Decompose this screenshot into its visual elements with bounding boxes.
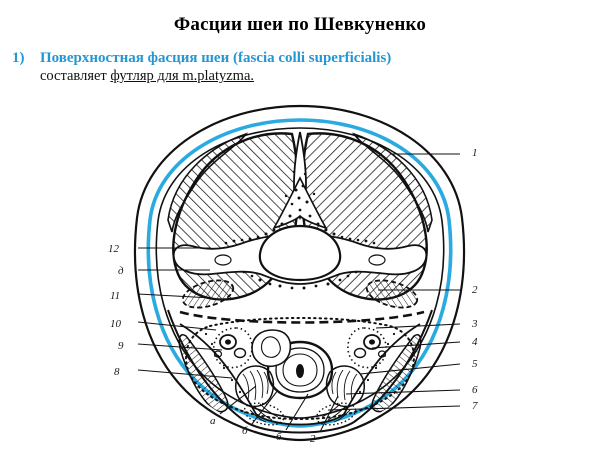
bullet-body-text: составляет футляр для m.platyzma. bbox=[40, 68, 588, 85]
figure-label-a: а bbox=[210, 415, 216, 427]
page-title: Фасции шеи по Шевкуненко bbox=[173, 14, 427, 35]
cervical-vertebra bbox=[172, 224, 428, 285]
deep-fascia-stipple bbox=[224, 170, 376, 245]
figure-label-11: 11 bbox=[110, 290, 120, 302]
figure-label-5: 5 bbox=[472, 358, 478, 370]
figure-label-8: 8 bbox=[114, 366, 120, 378]
figure-leader-lines bbox=[137, 153, 461, 433]
third-fascia bbox=[179, 323, 421, 426]
thyroid-lobe-left bbox=[235, 365, 275, 408]
figure-label-1: 1 bbox=[472, 147, 478, 159]
figure-label-7: 7 bbox=[472, 400, 478, 412]
neurovascular-bundle-left bbox=[212, 327, 253, 369]
bullet-body-prefix: составляет bbox=[40, 68, 111, 85]
cross-section-contents bbox=[155, 127, 445, 434]
figure-labels: 1 2 3 4 5 6 7 12 д 11 10 9 8 а б б 2 bbox=[108, 147, 478, 445]
bullet-block: 1) Поверхностная фасция шеи (fascia coll… bbox=[8, 50, 588, 86]
bullet-marker: 1) bbox=[12, 50, 25, 66]
longus-colli-right bbox=[365, 279, 419, 309]
lateral-stipple bbox=[204, 332, 396, 394]
bullet-body-underlined: футляр для m.platyzma. bbox=[110, 68, 255, 85]
figure-label-b2: б bbox=[276, 431, 282, 443]
prevertebral-stipple bbox=[242, 270, 358, 290]
figure-label-2b: 2 bbox=[310, 433, 316, 445]
longus-colli-left bbox=[181, 279, 235, 309]
figure-label-d: д bbox=[118, 265, 124, 277]
bullet-heading-text: Поверхностная фасция шеи (fascia colli s… bbox=[40, 50, 392, 66]
esophagus bbox=[251, 329, 292, 368]
figure-label-10: 10 bbox=[110, 318, 122, 330]
figure-label-b1: б bbox=[242, 425, 248, 437]
thyroid-lobe-right bbox=[325, 365, 365, 408]
bullet-texts: Поверхностная фасция шеи (fascia colli s… bbox=[40, 50, 588, 86]
neck-cross-section-figure: 1 2 3 4 5 6 7 12 д 11 10 9 8 а б б 2 bbox=[60, 98, 550, 446]
figure-label-9: 9 bbox=[118, 340, 124, 352]
figure-label-3: 3 bbox=[471, 318, 478, 330]
figure-label-2: 2 bbox=[472, 284, 478, 296]
superficial-fascia-highlight bbox=[146, 118, 453, 428]
figure-label-6: 6 bbox=[472, 384, 478, 396]
figure-label-12: 12 bbox=[108, 243, 120, 255]
spinous-process bbox=[272, 131, 328, 230]
figure-label-4: 4 bbox=[472, 336, 478, 348]
bullet-item-1: 1) Поверхностная фасция шеи (fascia coll… bbox=[8, 50, 588, 86]
